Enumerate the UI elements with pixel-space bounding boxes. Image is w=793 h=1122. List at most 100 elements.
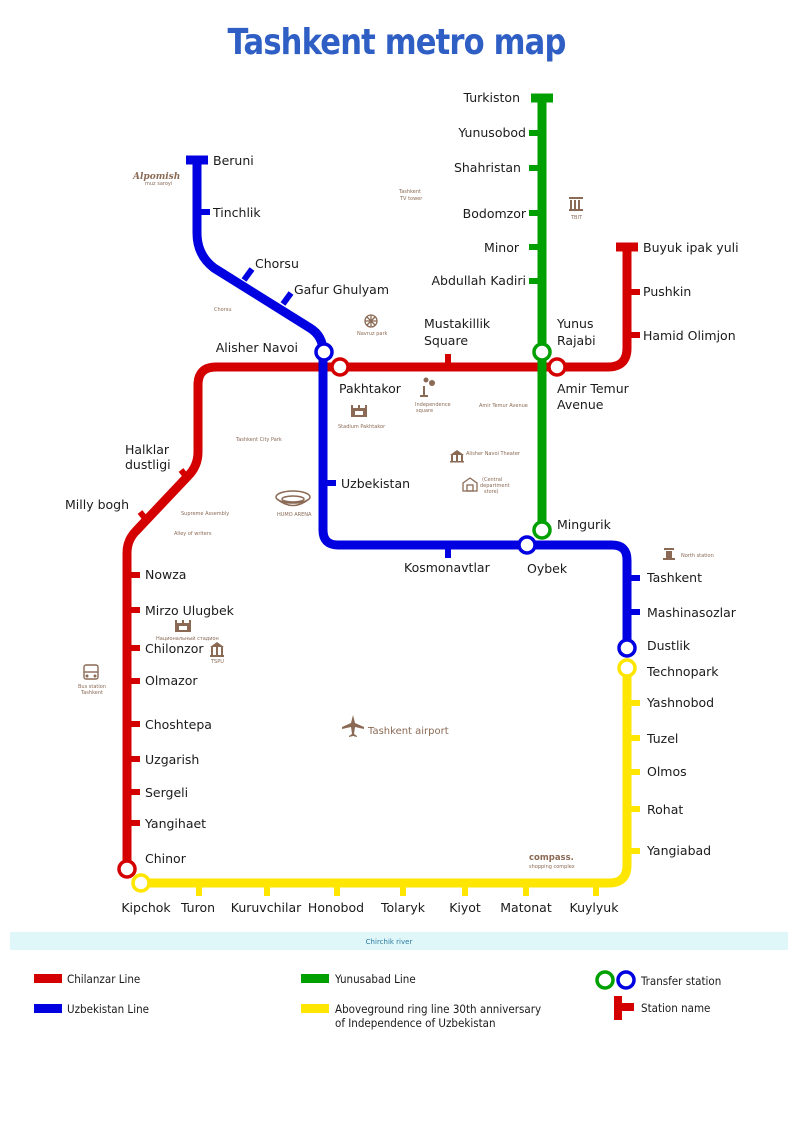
station-mustakillik-line1[interactable]: Mustakillik	[424, 316, 491, 331]
station-beruni[interactable]: Beruni	[213, 153, 254, 168]
legend-swatch-uzbekistan	[34, 1004, 62, 1013]
station-uzgarish[interactable]: Uzgarish	[145, 752, 199, 767]
station-olmazor[interactable]: Olmazor	[145, 673, 198, 688]
station-mustakillik-line2[interactable]: Square	[424, 333, 468, 348]
landmark-tashkent-airport: Tashkent airport	[367, 726, 449, 737]
station-amir-temur-line1[interactable]: Amir Temur	[557, 381, 630, 396]
uzbekistan-ticks	[197, 209, 640, 615]
station-alisher-navoi[interactable]: Alisher Navoi	[216, 340, 298, 355]
station-buyuk-ipak-yuli[interactable]: Buyuk ipak yuli	[643, 240, 739, 255]
station-kuruvchilar[interactable]: Kuruvchilar	[231, 900, 302, 915]
transfer-yunus-rajabi-amir-temur	[532, 342, 567, 377]
station-tolaryk[interactable]: Tolaryk	[380, 900, 426, 915]
ferris-wheel-icon	[364, 314, 378, 328]
landmark-tbit: TBIT	[570, 215, 583, 221]
landmark-compass-sub: shopping complex	[529, 864, 575, 870]
landmark-alpomish-logo: Alpomish	[132, 172, 180, 182]
station-kosmonavtlar[interactable]: Kosmonavtlar	[404, 560, 491, 575]
station-turkiston[interactable]: Turkiston	[463, 90, 521, 105]
station-bodomzor[interactable]: Bodomzor	[463, 206, 527, 221]
station-uzbekistan[interactable]: Uzbekistan	[341, 476, 410, 491]
station-tashkent[interactable]: Tashkent	[646, 570, 702, 585]
legend-transfer-icon	[595, 970, 636, 990]
station-yashnobod[interactable]: Yashnobod	[646, 695, 714, 710]
legend-swatch-ring	[301, 1004, 329, 1013]
landmark-independence-line2: square	[416, 408, 433, 414]
station-minor[interactable]: Minor	[484, 240, 520, 255]
landmark-alley-of-writers: Alley of writers	[174, 531, 212, 537]
national-stadium-icon	[175, 620, 191, 632]
transfer-mingurik-oybek	[517, 520, 552, 555]
station-yunusobod[interactable]: Yunusobod	[457, 125, 526, 140]
station-rohat[interactable]: Rohat	[647, 802, 683, 817]
station-kipchok[interactable]: Kipchok	[121, 900, 171, 915]
station-chorsu[interactable]: Chorsu	[255, 256, 299, 271]
landmark-bus-station-line1: Bus station	[78, 684, 106, 690]
chirchik-river-label: Chirchik river	[366, 938, 413, 946]
station-yunus-rajabi-line2[interactable]: Rajabi	[557, 333, 596, 348]
station-pakhtakor[interactable]: Pakhtakor	[339, 381, 402, 396]
station-halklar-line1[interactable]: Halklar	[125, 442, 170, 457]
station-amir-temur-line2[interactable]: Avenue	[557, 397, 604, 412]
station-gafur-ghulyam[interactable]: Gafur Ghulyam	[294, 282, 389, 297]
bus-icon	[83, 664, 99, 680]
ring-ticks	[196, 700, 640, 896]
station-halklar-line2[interactable]: dustligi	[125, 457, 171, 472]
chirchik-river	[10, 932, 788, 950]
legend-yunusabad: Yunusabad Line	[334, 972, 416, 986]
station-kiyot[interactable]: Kiyot	[449, 900, 481, 915]
theater-icon	[450, 450, 464, 463]
tbit-icon	[569, 197, 583, 211]
legend-ring-line1: Aboveground ring line 30th anniversary	[335, 1002, 541, 1016]
station-yangiabad[interactable]: Yangiabad	[646, 843, 711, 858]
legend-uzbekistan: Uzbekistan Line	[67, 1002, 149, 1016]
station-shahristan[interactable]: Shahristan	[454, 160, 521, 175]
humo-arena-icon	[275, 490, 311, 507]
landmark-independence-line1: Independence	[415, 402, 451, 408]
yunusabad-line	[531, 93, 553, 537]
station-pushkin[interactable]: Pushkin	[643, 284, 691, 299]
legend-ring-line2: of Independence of Uzbekistan	[335, 1016, 496, 1030]
station-sergeli[interactable]: Sergeli	[145, 785, 188, 800]
station-milly-bogh[interactable]: Milly bogh	[65, 497, 129, 512]
station-chinor[interactable]: Chinor	[145, 851, 187, 866]
station-kuylyuk[interactable]: Kuylyuk	[570, 900, 620, 915]
station-mirzo-ulugbek[interactable]: Mirzo Ulugbek	[145, 603, 235, 618]
chilanzar-line	[122, 242, 638, 868]
airplane-icon	[342, 715, 364, 737]
map-title: Tashkent metro map	[227, 22, 566, 63]
transfer-chinor-kipchok	[117, 859, 151, 893]
landmark-tspu: TSPU	[210, 659, 224, 665]
uzbekistan-line	[186, 155, 632, 645]
landmark-stadium-pakhtakor: Stadium Pakhtakor	[338, 424, 386, 430]
station-mashinasozlar[interactable]: Mashinasozlar	[647, 605, 737, 620]
station-yangihaet[interactable]: Yangihaet	[144, 816, 206, 831]
station-abdullah-kadiri[interactable]: Abdullah Kadiri	[431, 273, 526, 288]
station-yunus-rajabi-line1[interactable]: Yunus	[556, 316, 593, 331]
tspu-icon	[210, 642, 224, 657]
station-tuzel[interactable]: Tuzel	[646, 731, 678, 746]
station-dustlik[interactable]: Dustlik	[647, 638, 691, 653]
station-tinchlik[interactable]: Tinchlik	[212, 205, 261, 220]
legend-swatch-chilanzar	[34, 974, 62, 983]
station-choshtepa[interactable]: Choshtepa	[145, 717, 212, 732]
store-icon	[462, 477, 478, 492]
station-turon[interactable]: Turon	[180, 900, 215, 915]
landmark-compass-logo: compass.	[529, 853, 574, 863]
landmark-alpomish-sub: muz saroyi	[145, 181, 172, 187]
landmark-central-store-line3: store)	[484, 489, 499, 495]
station-honobod[interactable]: Honobod	[308, 900, 364, 915]
station-mingurik[interactable]: Mingurik	[557, 517, 612, 532]
landmark-tv-tower-line1: Tashkent	[398, 189, 421, 195]
legend-transfer: Transfer station	[640, 974, 721, 988]
station-matonat[interactable]: Matonat	[500, 900, 552, 915]
station-technopark[interactable]: Technopark	[646, 664, 719, 679]
landmark-navruz-park: Navruz park	[357, 331, 387, 337]
station-olmos[interactable]: Olmos	[647, 764, 687, 779]
station-hamid-olimjon[interactable]: Hamid Olimjon	[643, 328, 736, 343]
station-oybek[interactable]: Oybek	[527, 561, 568, 576]
landmark-bus-station-line2: Tashkent	[80, 690, 103, 696]
station-chilonzor[interactable]: Chilonzor	[145, 641, 204, 656]
station-nowza[interactable]: Nowza	[145, 567, 186, 582]
